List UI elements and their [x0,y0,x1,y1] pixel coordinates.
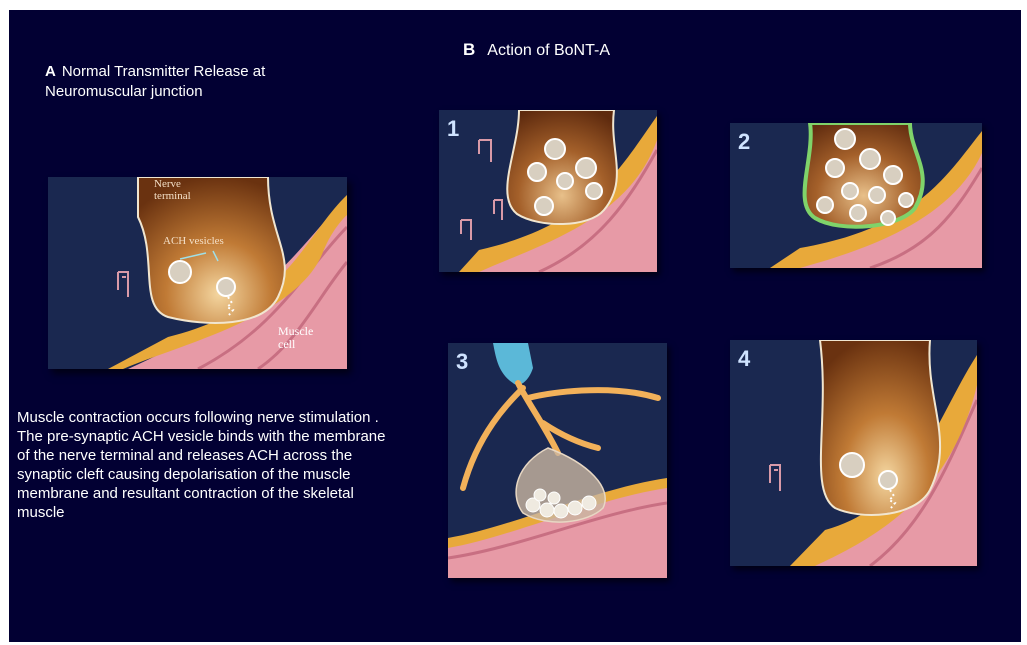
panel-b-letter: B [463,40,475,59]
description-text: Muscle contraction occurs following nerv… [17,408,387,522]
slide-background: ANormal Transmitter Release at Neuromusc… [9,10,1021,642]
panel-a-title: ANormal Transmitter Release at Neuromusc… [45,62,345,102]
panel-a-title-text: Normal Transmitter Release at Neuromuscu… [45,63,265,100]
label-muscle-cell: Muscle cell [278,325,328,351]
panel-b-title: B Action of BoNT-A [463,40,610,61]
panel-b-title-text: Action of BoNT-A [487,42,610,59]
diagram-panel-a: Nerve terminal ACH vesicles Muscle cell [48,177,347,369]
step-1-illustration [439,110,657,272]
diagram-panel-1: 1 [439,110,657,272]
label-ach-vesicles: ACH vesicles [163,235,224,247]
label-nerve-terminal: Nerve terminal [154,178,214,202]
step-2-illustration [730,123,982,268]
step-number-4: 4 [738,346,750,372]
ach-vesicle-release [217,278,235,296]
diagram-panel-3: 3 [448,343,667,578]
step-4-illustration [730,340,977,566]
diagram-panel-4: 4 [730,340,977,566]
ach-vesicle [169,261,191,283]
panel-a-letter: A [45,63,56,80]
step-number-3: 3 [456,349,468,375]
step-number-1: 1 [447,116,459,142]
diagram-panel-2: 2 [730,123,982,268]
step-3-illustration [448,343,667,578]
step-number-2: 2 [738,129,750,155]
